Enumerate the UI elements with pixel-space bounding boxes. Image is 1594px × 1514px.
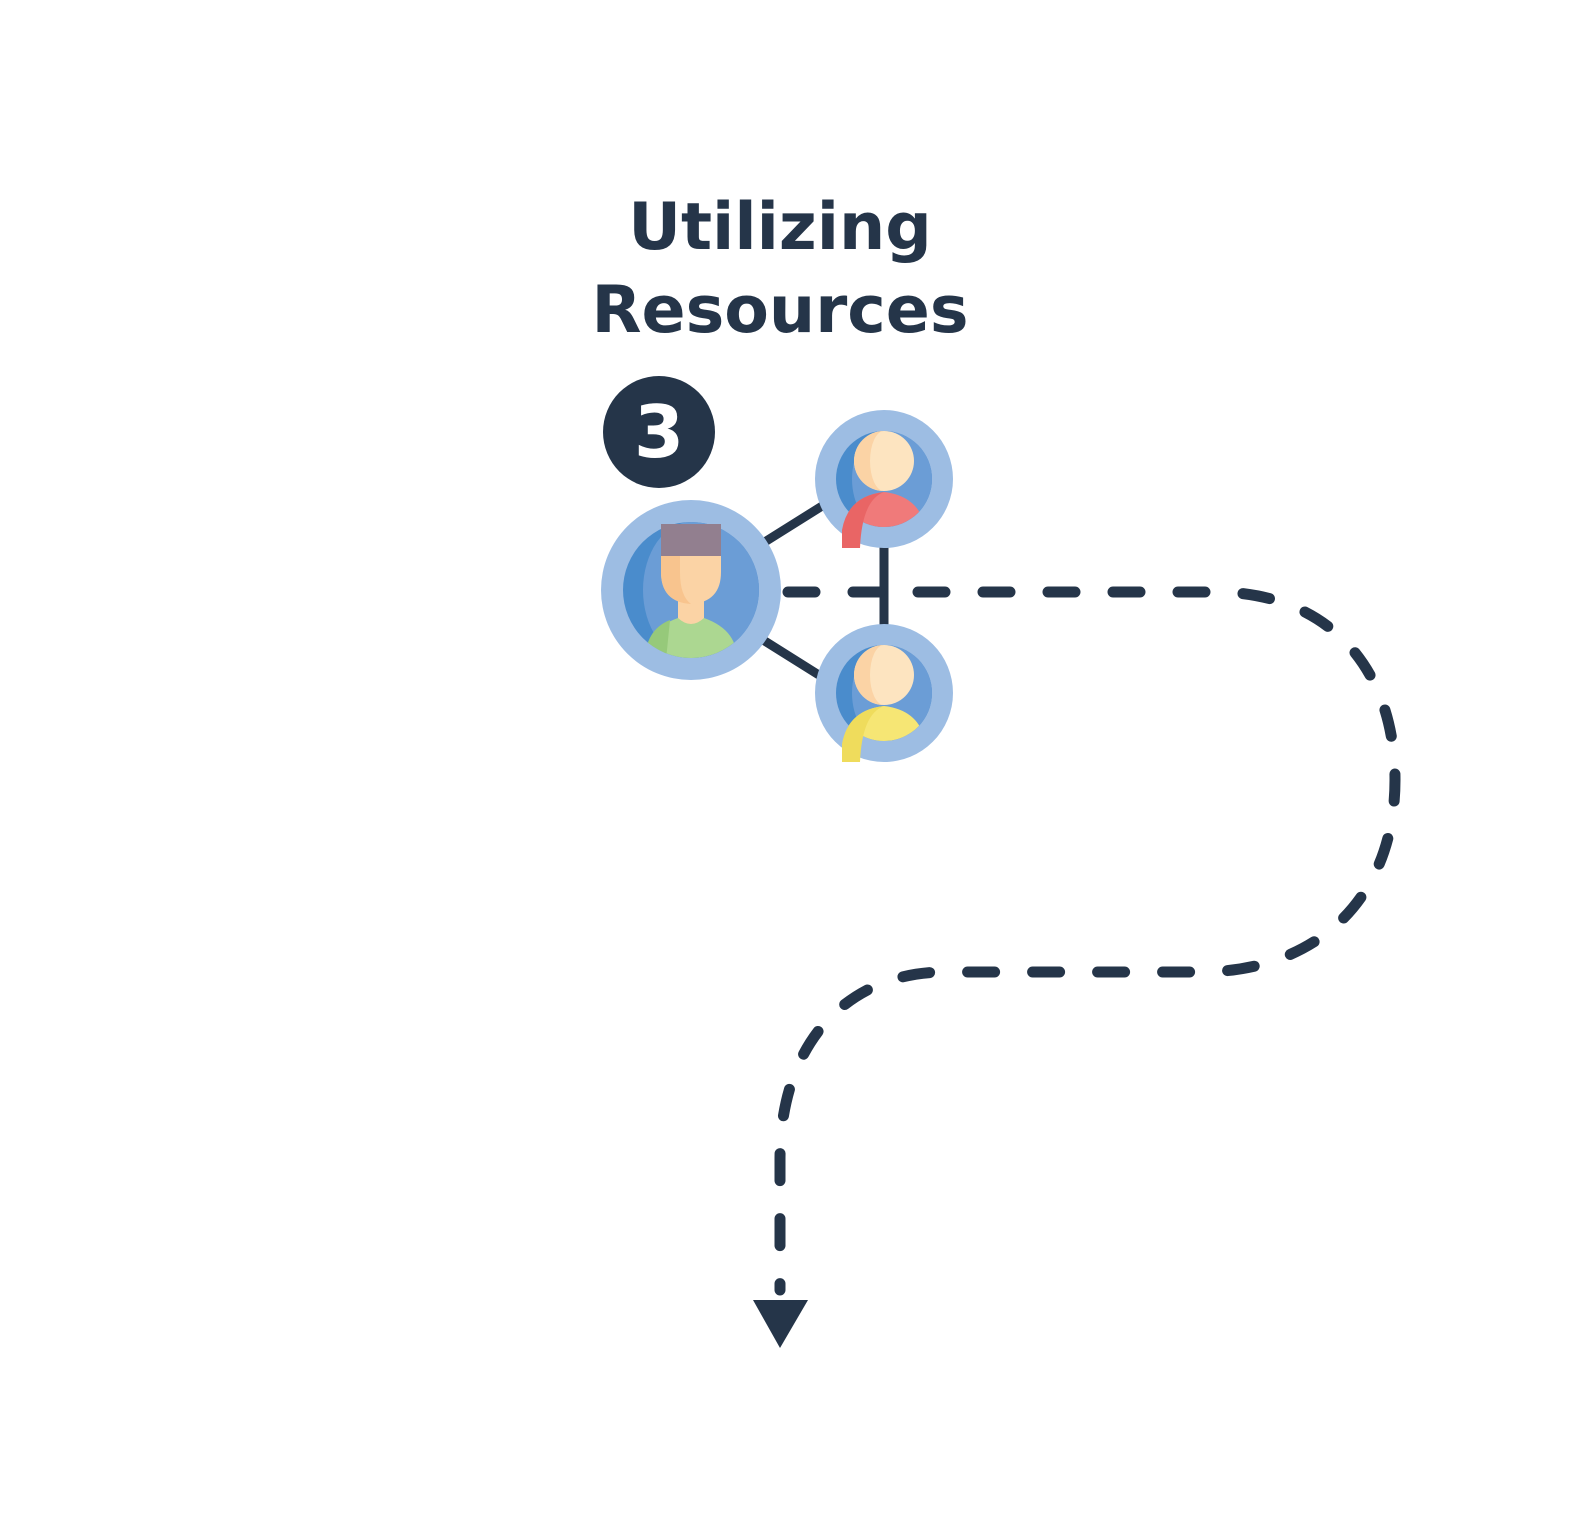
roadmap-dashed-path [774,586,1401,1296]
step-title: Utilizing Resources [560,186,1000,352]
step-title-line-2: Resources [591,273,969,348]
bottom-person-avatar [815,624,953,762]
step-number-badge: 3 [603,376,715,488]
down-arrow-icon [753,1300,808,1348]
step-title-line-1: Utilizing [628,190,932,265]
people-network-icon [601,410,953,762]
main-person-avatar [601,500,781,680]
top-person-avatar [815,410,953,548]
